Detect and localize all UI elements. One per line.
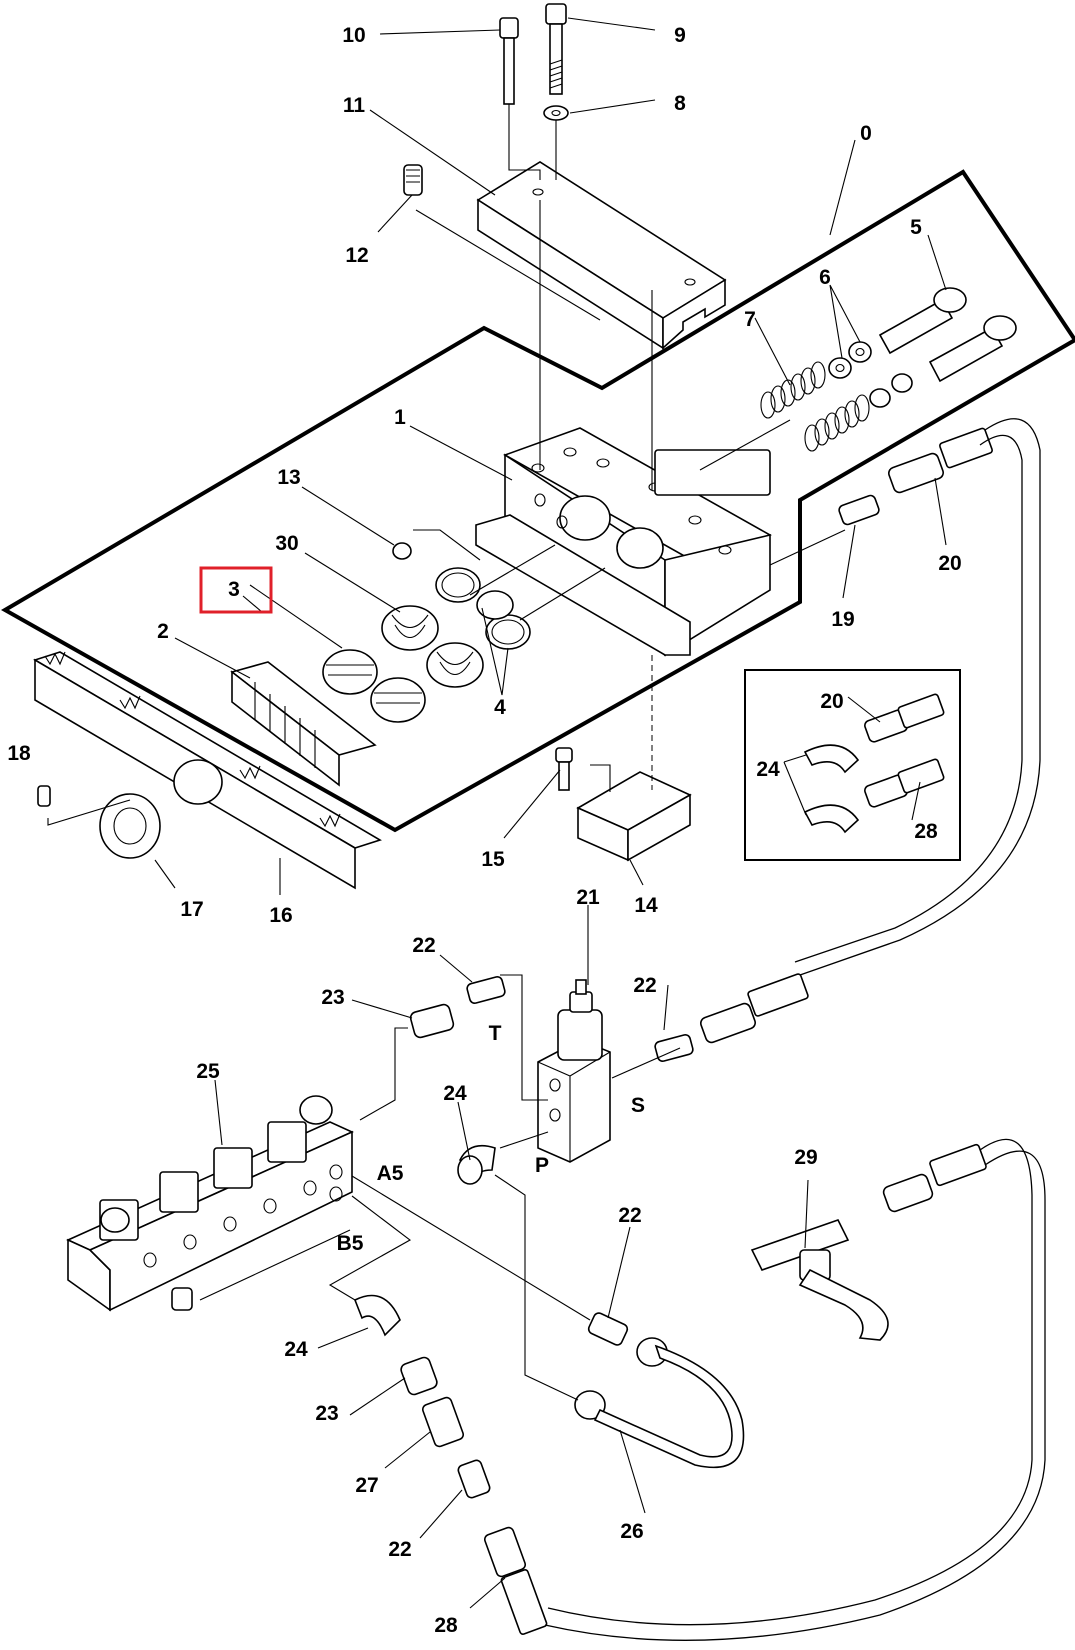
inset-fitting-20 — [864, 693, 945, 743]
label-24c: 24 — [284, 1338, 308, 1361]
label-25: 25 — [196, 1060, 220, 1083]
label-22d: 22 — [388, 1538, 411, 1561]
elbow-24b — [457, 1144, 496, 1185]
label-23a: 23 — [321, 986, 344, 1009]
fitting-23b — [400, 1356, 438, 1396]
plug-3a — [322, 649, 378, 695]
inset-box — [744, 669, 961, 861]
label-15: 15 — [481, 848, 505, 871]
label-26: 26 — [620, 1520, 643, 1543]
washer-6b — [848, 341, 872, 363]
elbow-24c — [353, 1294, 401, 1337]
label-23b: 23 — [315, 1402, 338, 1425]
block-2 — [230, 661, 377, 787]
label-11: 11 — [343, 94, 366, 117]
plate-14 — [576, 771, 692, 862]
label-24a: 24 — [756, 758, 780, 781]
nut-13 — [392, 542, 412, 560]
label-20b: 20 — [820, 690, 843, 713]
washer-6a — [828, 357, 852, 379]
port-label-P: P — [535, 1154, 549, 1177]
valve-manifold-25 — [66, 1095, 354, 1312]
label-22b: 22 — [633, 974, 656, 997]
label-16: 16 — [269, 904, 292, 927]
label-4: 4 — [494, 696, 506, 719]
label-18: 18 — [7, 742, 31, 765]
label-14: 14 — [634, 894, 658, 917]
label-24b: 24 — [443, 1082, 467, 1105]
bolt-5-lower — [928, 315, 1017, 383]
label-17: 17 — [180, 898, 203, 921]
bolt-9 — [545, 3, 567, 95]
fitting-19 — [838, 494, 880, 526]
label-22a: 22 — [412, 934, 435, 957]
plug-3b — [370, 677, 426, 723]
inset-elbow-24a — [803, 744, 860, 774]
label-29: 29 — [794, 1146, 817, 1169]
label-21: 21 — [576, 886, 600, 909]
coupling-27 — [421, 1396, 465, 1448]
label-0: 0 — [860, 122, 872, 145]
bolt-10 — [499, 17, 519, 105]
pipe-26 — [574, 1337, 745, 1469]
gear-17 — [99, 793, 161, 859]
bolt-5-upper — [878, 287, 967, 355]
tee-29 — [750, 1143, 987, 1341]
plate-11 — [476, 161, 727, 350]
spring-7-lower — [804, 394, 870, 452]
seal-4c — [476, 590, 514, 620]
assembly-0-outline — [0, 169, 1075, 833]
label-20a: 20 — [938, 552, 961, 575]
valve-body-1 — [475, 427, 772, 657]
fitting-22b — [654, 1034, 694, 1062]
spool-30b — [426, 642, 484, 688]
label-22c: 22 — [618, 1204, 641, 1227]
screw-18 — [37, 785, 51, 807]
label-3: 3 — [228, 578, 240, 601]
label-10: 10 — [342, 24, 365, 47]
label-30: 30 — [275, 532, 298, 555]
screw-12 — [403, 164, 423, 196]
label-2: 2 — [157, 620, 169, 643]
screw-15 — [555, 747, 573, 791]
label-12: 12 — [345, 244, 368, 267]
inset-elbow-24b — [803, 804, 860, 834]
label-7: 7 — [744, 308, 756, 331]
fitting-22d — [457, 1459, 491, 1499]
spring-7-upper — [760, 361, 826, 419]
label-28a: 28 — [914, 820, 938, 843]
spool-30a — [381, 605, 439, 651]
label-6: 6 — [819, 266, 831, 289]
fitting-23a — [409, 1003, 455, 1039]
washer-8 — [543, 105, 569, 121]
port-label-T: T — [489, 1022, 502, 1045]
fitting-22a — [466, 976, 506, 1004]
label-27: 27 — [355, 1474, 378, 1497]
port-label-A5: A5 — [377, 1162, 404, 1185]
hose-28 — [483, 1526, 548, 1635]
inset-hose-28 — [864, 758, 945, 808]
hose-line-lower — [544, 1150, 1046, 1641]
label-13: 13 — [277, 466, 300, 489]
hose-line-upper — [799, 418, 1041, 976]
fitting-22c — [587, 1312, 629, 1346]
highlight-box — [199, 566, 273, 614]
label-1: 1 — [394, 406, 406, 429]
port-label-B5: B5 — [337, 1232, 364, 1255]
label-8: 8 — [674, 92, 686, 115]
pressure-switch-21 — [537, 979, 611, 1163]
hose-end-22b — [700, 973, 809, 1044]
label-19: 19 — [831, 608, 854, 631]
hose-fitting-20 — [888, 427, 993, 494]
label-5: 5 — [910, 216, 922, 239]
port-label-S: S — [631, 1094, 645, 1117]
label-28b: 28 — [434, 1614, 458, 1637]
label-9: 9 — [674, 24, 686, 47]
cylinder-16 — [173, 759, 223, 805]
